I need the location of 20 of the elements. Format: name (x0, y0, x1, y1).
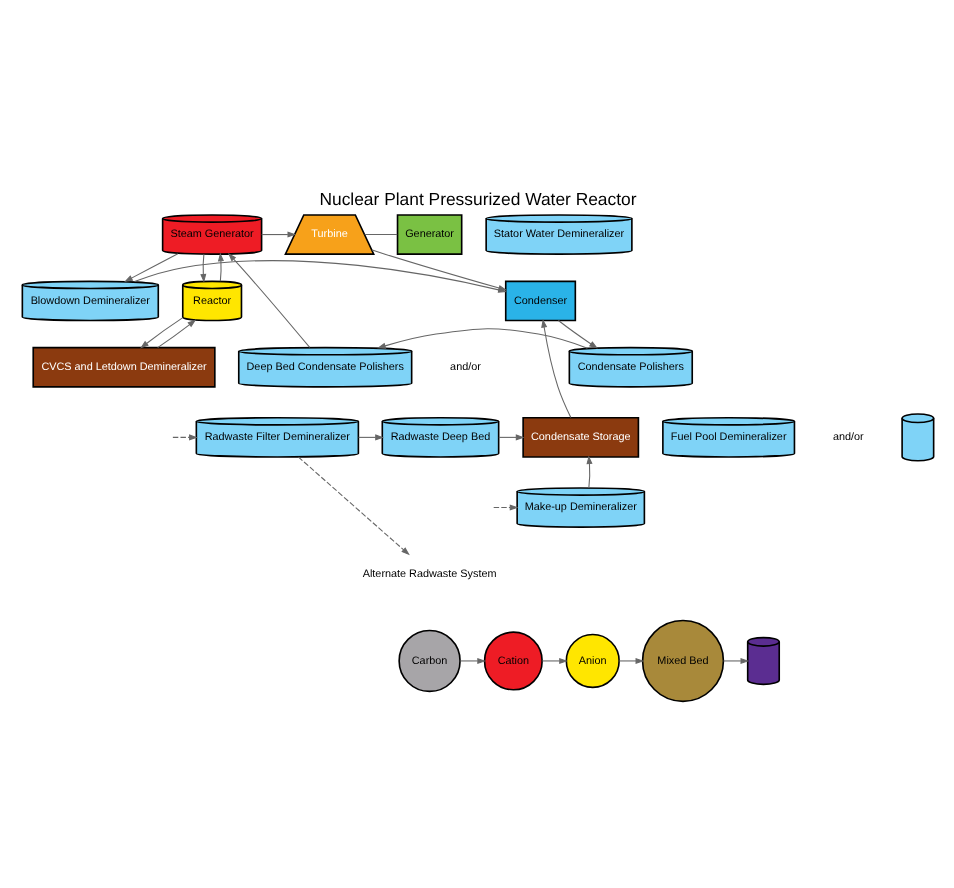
arrow (376, 328, 587, 349)
connector (363, 234, 397, 236)
arrow (540, 657, 567, 664)
arrow (199, 253, 206, 283)
arrow (585, 455, 592, 489)
arrow (556, 320, 597, 349)
arrow (617, 657, 644, 664)
arrow (123, 253, 178, 282)
arrow (227, 252, 310, 348)
arrow (722, 657, 749, 664)
arrow (171, 434, 197, 441)
arrow (260, 231, 296, 238)
arrow (139, 317, 183, 349)
arrow (458, 657, 485, 664)
arrow (540, 318, 571, 418)
diagram-title: Nuclear Plant Pressurized Water Reactor (318, 188, 636, 209)
arrow (297, 456, 409, 556)
arrow (492, 504, 518, 511)
arrow (156, 319, 196, 349)
arrow (216, 252, 223, 282)
